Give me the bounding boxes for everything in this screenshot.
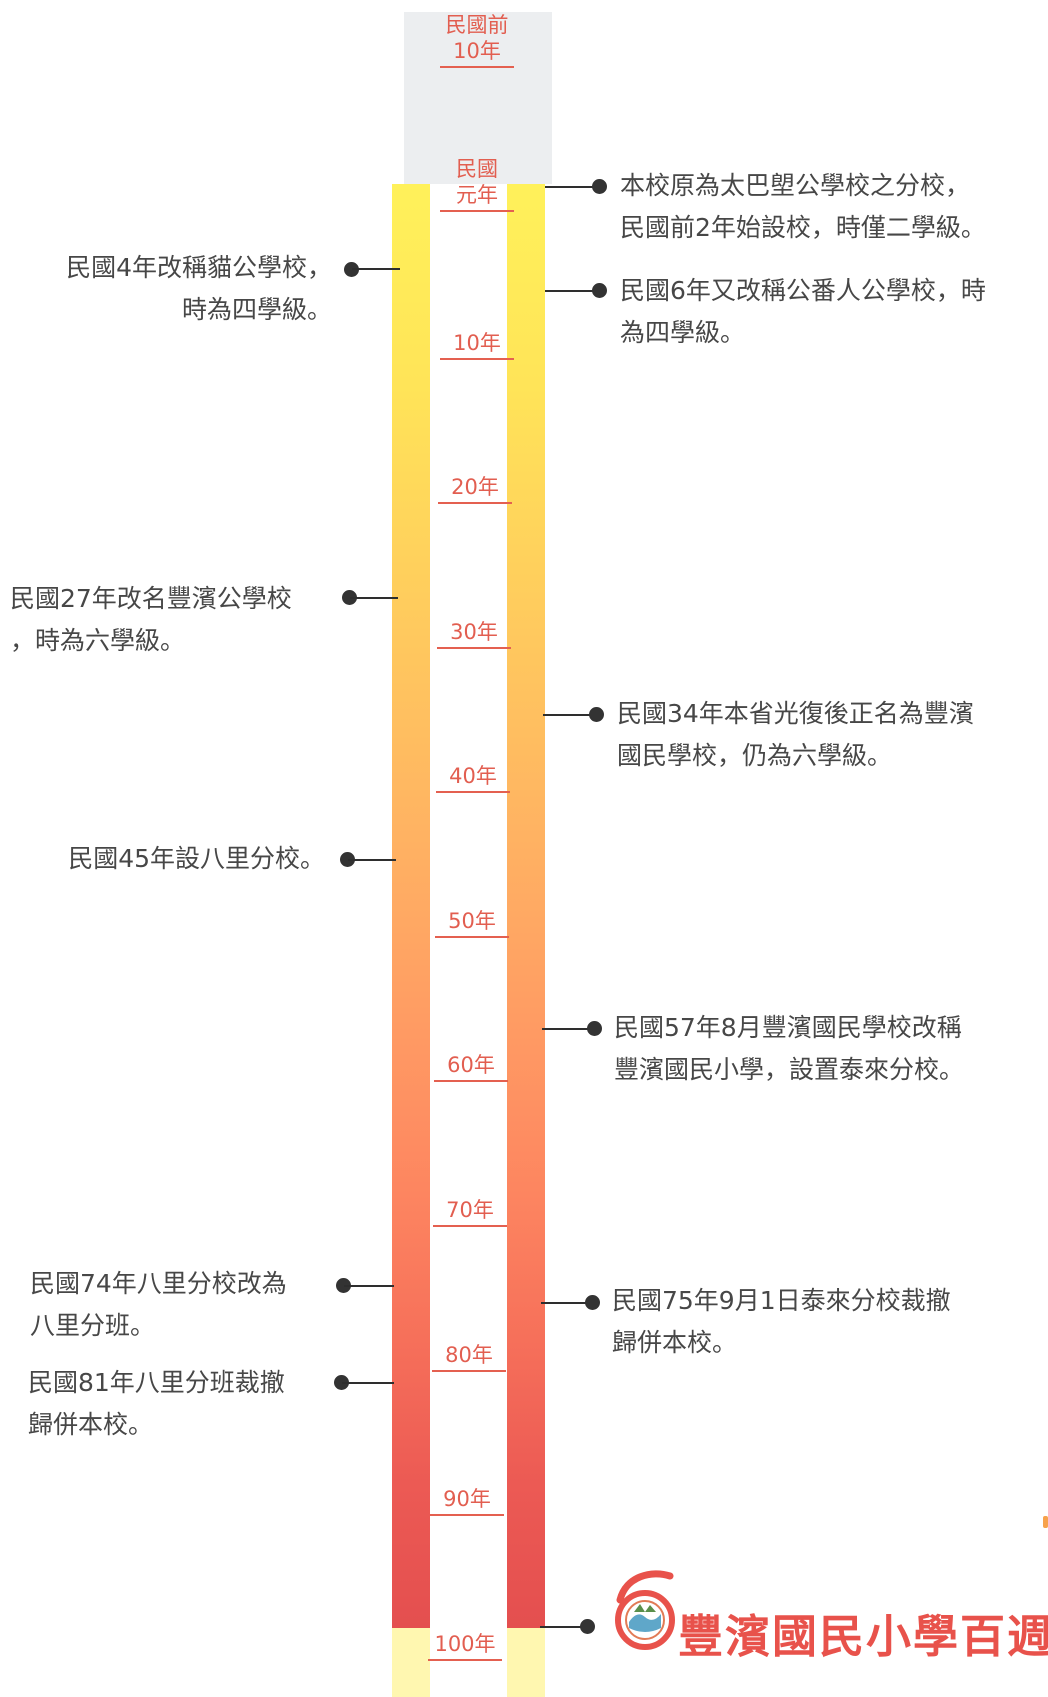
event-connector-year57: [542, 1028, 592, 1030]
event-right-pre2: 本校原為太巴塱公學校之分校， 民國前2年始設校，時僅二學級。: [620, 171, 986, 242]
event-marker-year6: [592, 283, 607, 298]
edge-mark: [1043, 1516, 1048, 1528]
timeline-bar-right: [507, 184, 545, 1628]
tick-year-40: 40年: [436, 763, 510, 793]
event-marker-year4: [344, 262, 359, 277]
event-right-year57: 民國57年8月豐濱國民學校改稱 豐濱國民小學，設置泰來分校。: [614, 1013, 965, 1084]
event-marker-year81: [334, 1375, 349, 1390]
event-marker-year75: [585, 1295, 600, 1310]
tick-year-100: 100年: [428, 1631, 502, 1661]
event-left-year45: 民國45年設八里分校。: [68, 844, 325, 873]
tick-year-60: 60年: [434, 1052, 508, 1082]
school-emblem-icon: [615, 1570, 675, 1650]
event-connector-year74: [344, 1285, 394, 1287]
tick-year-50: 50年: [435, 908, 509, 938]
event-left-year27: 民國27年改名豐濱公學校 ，時為六學級。: [10, 584, 292, 655]
event-left-year81: 民國81年八里分班裁撤 歸併本校。: [28, 1368, 285, 1439]
tick-year-30: 30年: [437, 619, 511, 649]
tick-year-1: 民國 元年: [440, 156, 514, 212]
event-connector-year6: [545, 290, 595, 292]
timeline-pre-era-track: [404, 12, 552, 184]
event-marker-year34: [589, 707, 604, 722]
tick-year-10: 10年: [440, 330, 514, 360]
tick-year-70: 70年: [433, 1197, 507, 1227]
event-left-year74: 民國74年八里分校改為 八里分班。: [30, 1269, 287, 1340]
event-connector-year75: [541, 1302, 589, 1304]
centennial-title: 豐濱國民小學百週: [678, 1610, 1048, 1663]
timeline-bar-foot-right: [507, 1628, 545, 1697]
timeline-bar-left: [392, 184, 430, 1628]
tick-year-20: 20年: [438, 474, 512, 504]
event-connector-year4: [352, 268, 400, 270]
event-marker-year45: [340, 852, 355, 867]
event-right-year6: 民國6年又改稱公番人公學校，時 為四學級。: [620, 276, 986, 347]
event-connector-year45: [348, 859, 396, 861]
tick-year-80: 80年: [432, 1342, 506, 1372]
event-connector-year100: [540, 1626, 584, 1628]
event-connector-year81: [342, 1382, 394, 1384]
event-connector-pre2: [545, 186, 595, 188]
tick-year-90: 90年: [430, 1486, 504, 1516]
event-left-year4: 民國4年改稱貓公學校， 時為四學級。: [66, 253, 332, 324]
event-marker-year27: [342, 590, 357, 605]
event-marker-year74: [336, 1278, 351, 1293]
timeline-bar-foot-left: [392, 1628, 430, 1697]
event-marker-year100: [580, 1619, 595, 1634]
event-right-year34: 民國34年本省光復後正名為豐濱 國民學校，仍為六學級。: [617, 699, 974, 770]
event-connector-year34: [543, 714, 593, 716]
event-right-year75: 民國75年9月1日泰來分校裁撤 歸併本校。: [612, 1286, 951, 1357]
event-connector-year27: [350, 597, 398, 599]
tick-pre10: 民國前 10年: [440, 12, 514, 68]
event-marker-pre2: [592, 179, 607, 194]
event-marker-year57: [587, 1021, 602, 1036]
